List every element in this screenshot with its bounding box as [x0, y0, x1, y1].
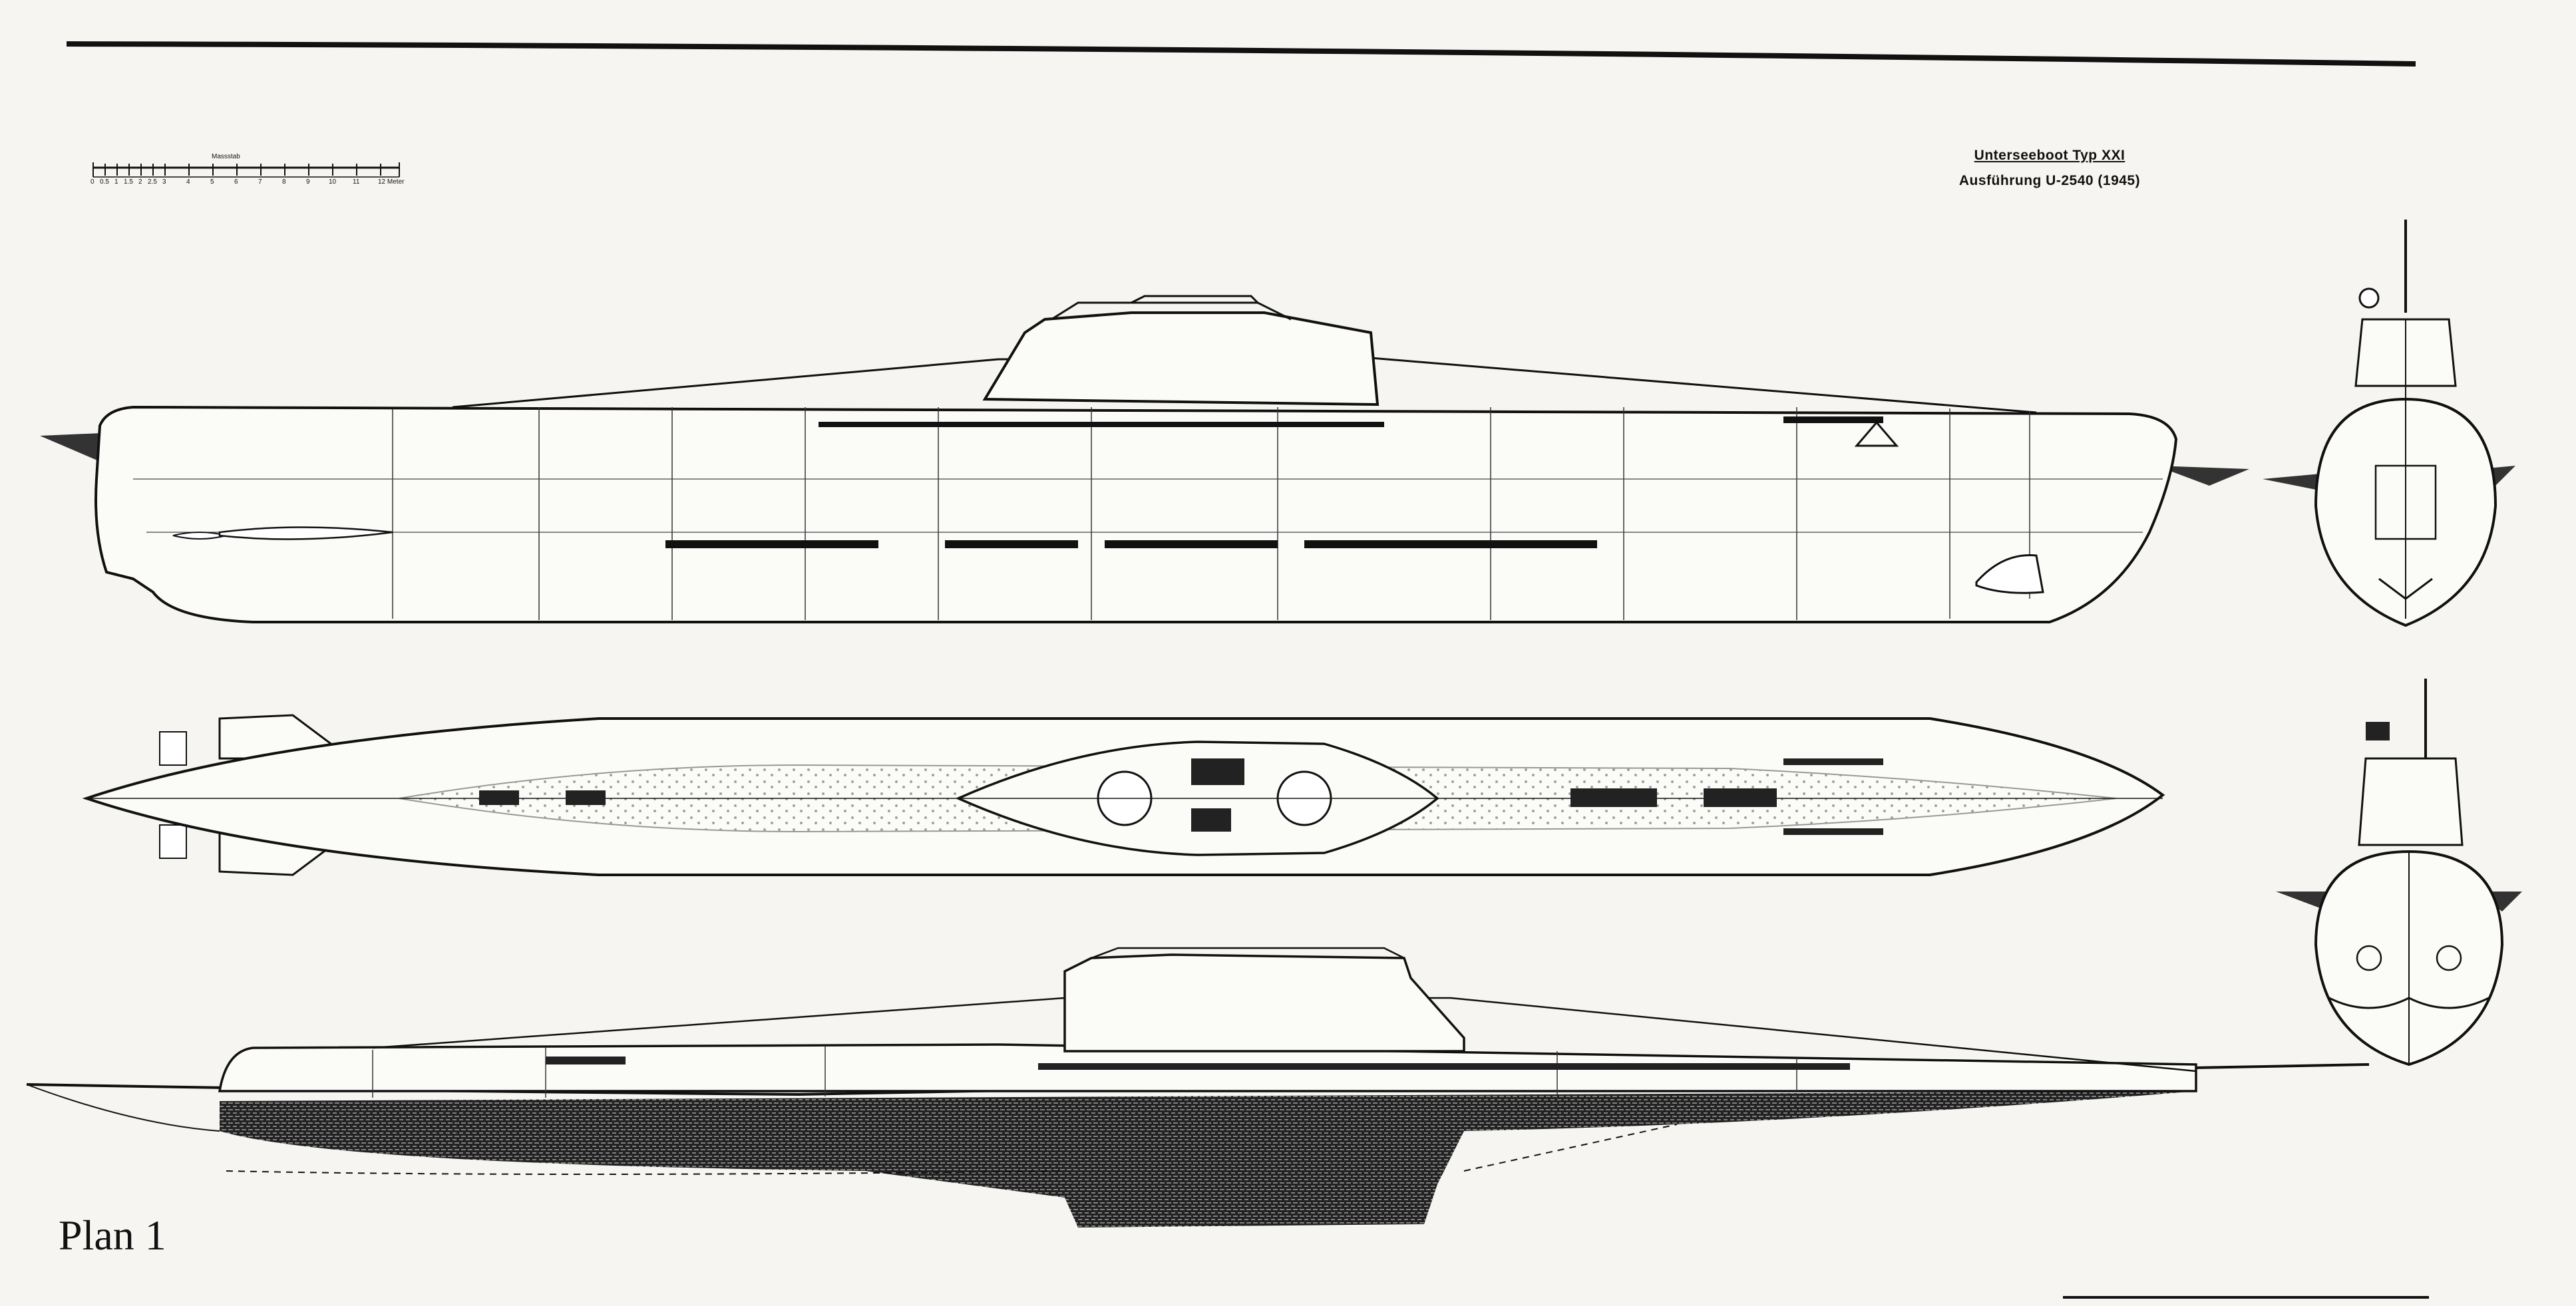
top-view-plan: [82, 714, 2165, 876]
front-view-bow: [2263, 220, 2515, 627]
underwater-hull-shading: [220, 1091, 2196, 1227]
scale-tick-label: 8: [282, 178, 286, 186]
scale-tick-label: 2: [138, 178, 142, 186]
scale-tick-label: 9: [306, 178, 310, 186]
waterline-hatch-bow: [2156, 466, 2249, 486]
scale-tick-label: 7: [258, 178, 262, 186]
top-border-rule: [66, 41, 2416, 67]
hull-side-profile: [94, 405, 2178, 623]
scale-tick-label: 1: [114, 178, 118, 186]
side-view-waterline: [26, 947, 2370, 1227]
front-view-stern: [2276, 679, 2522, 1066]
scale-tick-label: 11: [353, 178, 360, 186]
scale-tick-label: 0.5: [100, 178, 109, 186]
scale-tick-label: 2.5: [148, 178, 157, 186]
scale-tick-label: 5: [210, 178, 214, 186]
scale-tick-label: 10: [329, 178, 337, 186]
scale-tick-label: 12 Meter: [378, 178, 405, 186]
conning-tower-waterline: [1063, 953, 1465, 1053]
scale-tick-label: 3: [162, 178, 166, 186]
drawing-title-block: Unterseeboot Typ XXI Ausführung U-2540 (…: [1910, 148, 2189, 189]
scale-tick-label: 6: [234, 178, 238, 186]
scale-bar: [92, 162, 400, 178]
scale-tick-label: 0: [91, 178, 94, 186]
side-view-elevation: [40, 295, 2249, 623]
drawing-subtitle: Ausführung U-2540 (1945): [1958, 173, 2141, 188]
scale-tick-label: 4: [186, 178, 190, 186]
drawing-title: Unterseeboot Typ XXI: [1974, 148, 2125, 163]
scale-caption: Massstab: [212, 153, 240, 160]
conning-tower-side: [982, 311, 1380, 407]
scale-tick-label: 1.5: [124, 178, 133, 186]
plan-label: Plan 1: [59, 1212, 166, 1259]
